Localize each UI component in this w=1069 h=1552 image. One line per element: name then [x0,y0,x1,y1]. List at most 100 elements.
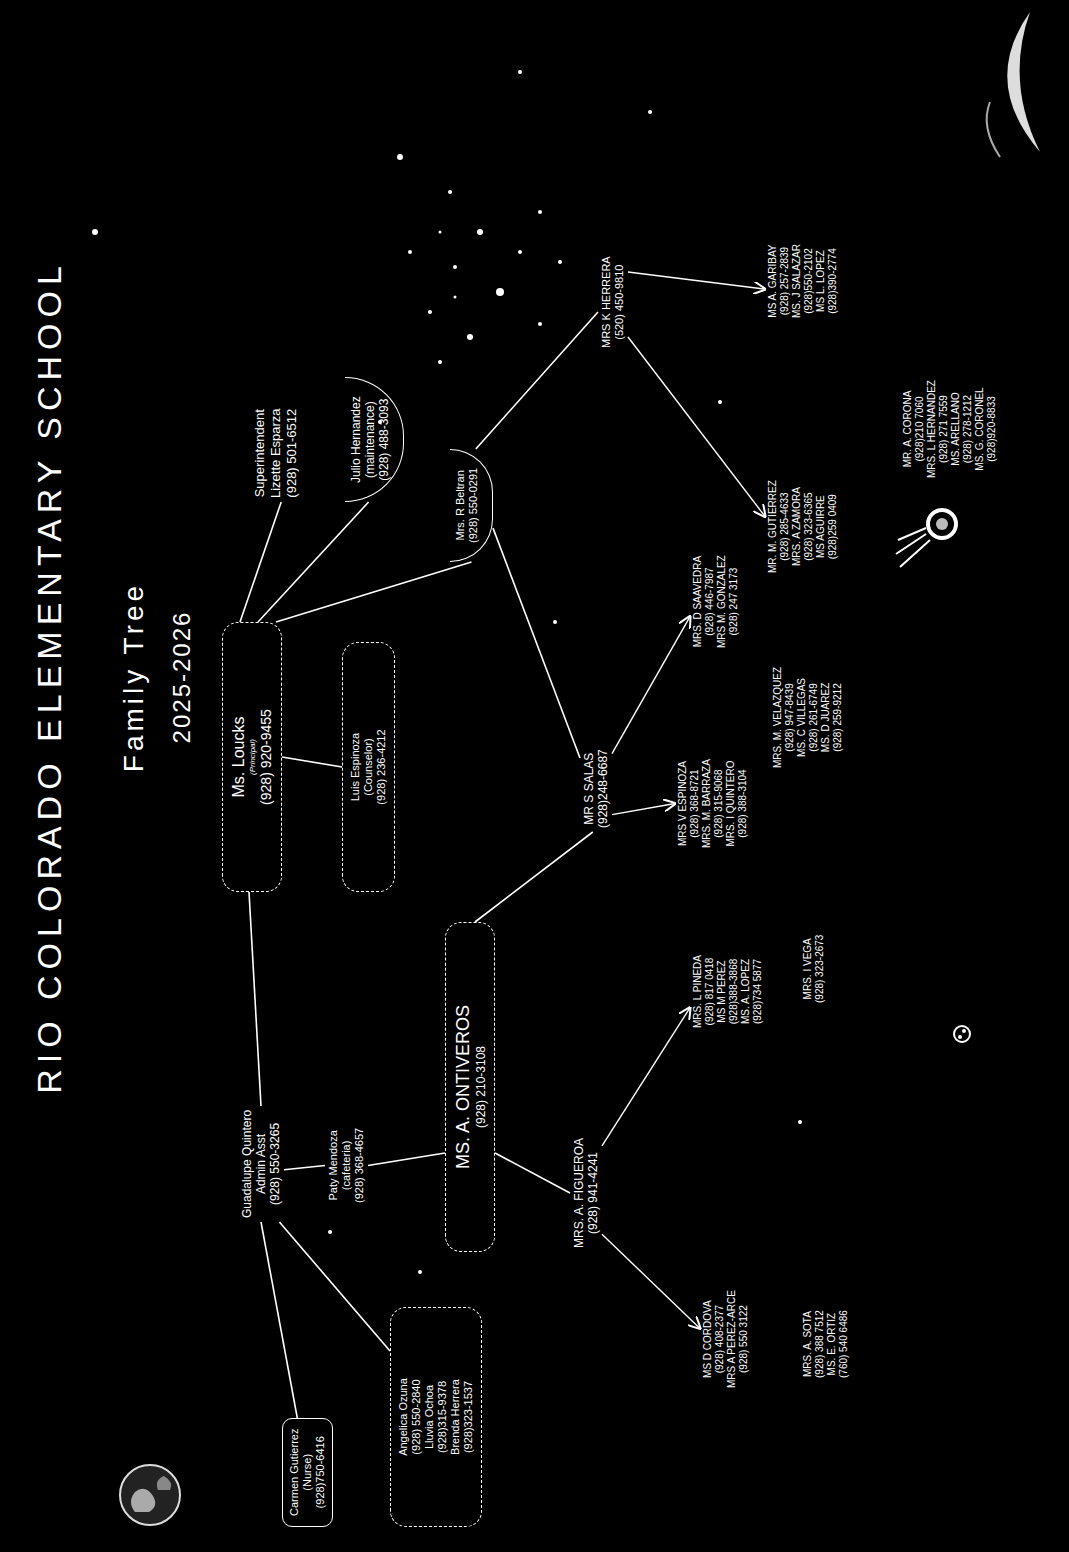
node-text: (928) 446-7987 [704,555,716,648]
node-text: MS M PEREZ [716,955,728,1028]
connector-arrow [602,1008,690,1146]
teacher-group: MR. M. GUTIERREZ(928) 285-4633MRS. A ZAM… [765,476,841,577]
connector-arrow [628,337,765,516]
node-text: (928)248-6687 [596,749,610,828]
node-text: Ms. Loucks [229,637,248,877]
node-text: (928) 247 3173 [728,555,740,648]
node-text: (928) 271 7559 [938,380,950,478]
teacher-group: MRS. A. SOTA(928) 388 7512MS. E. ORTIZ(7… [800,1306,852,1382]
node-text: MS. G. CORONEL [974,380,986,478]
node-text: (928) 947-8439 [784,667,796,768]
node-text: (928)920-8833 [986,380,998,478]
node-text: (928)323-1537 [462,1322,475,1512]
node-text: (928) 388-3104 [737,759,749,848]
office-staff-box: Angelica Ozuna(928) 550-2840Lluvia Ochoa… [390,1307,482,1527]
node-text: MRS. M. BARRAZA [701,759,713,848]
node-text: (928)750-6416 [314,1429,327,1516]
node-text: MRS. A. SOTA [802,1310,814,1378]
node-text: MS. A. LOPEZ [740,955,752,1028]
node-text: (928) 550 3122 [738,1290,750,1388]
stars [92,70,802,1274]
node-text: (928) 261-6749 [808,667,820,768]
node-text: (928) 941-4241 [586,1138,600,1248]
node-text: (928) 257-2839 [779,244,791,318]
node-text: MRS K HERRERA [600,256,613,348]
node-text: (928) 323-6365 [803,480,815,573]
node-text: (928)390-2774 [827,244,839,318]
node-text: MS. ARELLANO [950,380,962,478]
node-text: MS. J SALAZAR [791,244,803,318]
node-text: Superintendent [252,408,268,498]
connector-line [284,1166,325,1170]
node-text: MS D CORDOVA [702,1290,714,1388]
node-text: MRS A PEREZ-ARCE [726,1290,738,1388]
counselor-box: Luis Espinoza(Counselor)(928) 236-4212 [342,642,395,892]
comet [896,510,956,567]
node-text: (928) 323-2673 [814,935,826,1003]
node-text: (928) 259-9212 [832,667,844,768]
node-text: MRS V ESPINOZA [677,759,689,848]
node-text: MRS M. GONZALEZ [716,555,728,648]
node-text: (928)259 0409 [827,480,839,573]
node-text: MRS. L PINEDA [692,955,704,1028]
node-text: Mrs. R Beltran [454,468,467,543]
connector-arrow [602,1234,700,1328]
superintendent-entry: SuperintendentLizette Esparza(928) 501-6… [250,404,302,502]
node-text: (928) 210-3108 [474,937,488,1237]
subtitle-label: Family Tree [118,177,150,1177]
node-text: (Counselor) [362,657,375,877]
node-text: MS. A. ONTIVEROS [452,937,474,1237]
node-text: Carmen Gutierrez [288,1429,301,1516]
nurse-box: Carmen Gutierrez(Nurse)(928)750-6416 [282,1418,333,1527]
node-text: (928) 550-3265 [268,1110,282,1218]
node-text: (520) 450-9810 [613,256,626,348]
connector-line [476,312,598,449]
node-text: (Principal) [248,637,258,877]
connector-arrow [628,272,765,289]
node-text: (928) 408-2377 [714,1290,726,1388]
principal-box: Ms. Loucks(Principal)(928) 920-9455 [222,622,282,892]
node-text: MRS. M. VELAZQUEZ [772,667,784,768]
node-text: MRS. I VEGA [802,935,814,1003]
connector-line [475,832,593,922]
node-text: (928) 285-4633 [779,480,791,573]
node-text: Paty Mendoza [327,1128,340,1203]
node-text: (928)388-3868 [728,955,740,1028]
connector-arrow [612,804,675,815]
node-text: (928)315-9378 [436,1322,449,1512]
node-text: (928) 920-9455 [258,637,275,877]
node-text: (928)210 7060 [914,380,926,478]
staff-entry: Guadalupe QuinteroAdmin Asst(928) 550-32… [238,1106,284,1222]
connector-line [282,757,342,767]
node-text: MS A. GARIBAY [767,244,779,318]
node-text: Admin Asst [254,1110,268,1218]
diagram-title: RIO COLORADO ELEMENTARY SCHOOL [30,177,69,1177]
node-text: MRS. A. FIGUEROA [572,1138,586,1248]
node-text: (928) 315-9068 [713,759,725,848]
node-text: MS. D JUAREZ [820,667,832,768]
node-text: (maintenance) [363,396,377,483]
lead-entry: MR S SALAS(928)248-6687 [580,745,612,832]
node-text: (928) 550-0291 [467,468,480,543]
node-text: (928) 817 0418 [704,955,716,1028]
node-text: MRS. A ZAMORA [791,480,803,573]
teacher-group: MRS. L PINEDA(928) 817 0418MS M PEREZ(92… [690,951,766,1032]
teacher-group: MS A. GARIBAY(928) 257-2839MS. J SALAZAR… [765,240,841,322]
crescent-moon [987,12,1040,157]
node-text: (Nurse) [301,1429,314,1516]
connector-arrow [612,617,690,754]
teacher-group: MRS. M. VELAZQUEZ(928) 947-8439MS. C VIL… [770,663,846,772]
node-text: MR. A. CORONA [902,380,914,478]
node-text: Luis Espinoza [349,657,362,877]
connector-line [258,502,369,622]
connector-line [276,562,472,622]
connector-line [495,1153,570,1193]
node-text: Angelica Ozuna [397,1322,410,1512]
subtitle-label: 2025-2026 [168,177,196,1177]
connector-line [249,892,261,1106]
node-text: (760) 540 6486 [838,1310,850,1378]
connector-line [279,1222,390,1351]
